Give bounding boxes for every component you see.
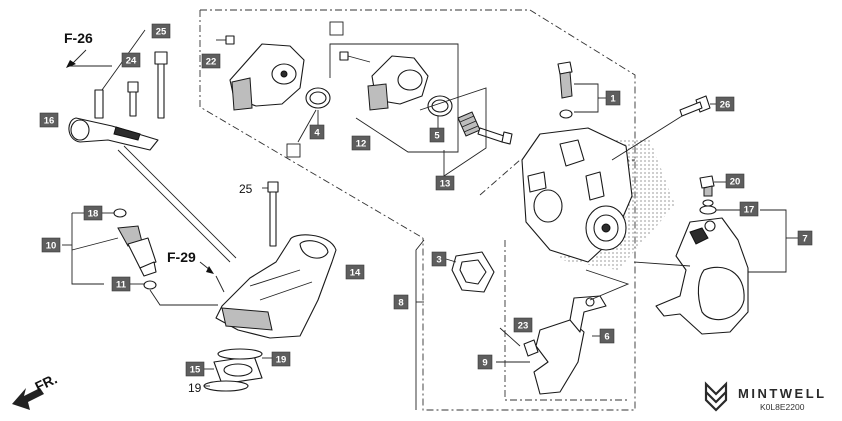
callout-26: 26 (715, 96, 735, 112)
svg-text:25: 25 (156, 27, 167, 38)
callout-19: 19 (271, 351, 291, 367)
blank-box-b (329, 21, 344, 36)
svg-text:22: 22 (206, 57, 217, 68)
screw-20 (699, 175, 715, 197)
ref-f26-label: F-26 (64, 30, 93, 46)
svg-text:18: 18 (88, 209, 99, 220)
fuel-injector (117, 213, 157, 277)
svg-text:23: 23 (518, 321, 529, 332)
callout-20: 20 (725, 173, 745, 189)
callout-9: 9 (477, 354, 493, 370)
svg-text:6: 6 (604, 332, 609, 343)
bolt-25-upper (154, 51, 168, 119)
ref-f29: F-29 (167, 249, 225, 293)
box-13-outline (419, 87, 487, 177)
callout-22: 22 (201, 53, 221, 69)
svg-text:12: 12 (356, 139, 367, 150)
svg-text:3: 3 (436, 255, 441, 266)
callout-16: 16 (39, 112, 59, 128)
callout-7: 7 (797, 230, 813, 246)
tp-sensor (216, 35, 305, 111)
throttle-link-arm (68, 29, 159, 151)
callout-25: 25 (151, 23, 171, 39)
svg-text:17: 17 (744, 205, 755, 216)
bolt-24 (127, 81, 139, 117)
callout-6: 6 (599, 328, 615, 344)
callout-17: 17 (739, 201, 759, 217)
blank-box-a (286, 143, 301, 158)
callout-3: 3 (431, 251, 447, 267)
label-19-plain: 19 (188, 381, 202, 395)
svg-text:9: 9 (482, 358, 487, 369)
svg-text:8: 8 (398, 298, 403, 309)
svg-text:13: 13 (440, 179, 451, 190)
callout-10: 10 (41, 237, 61, 253)
label-25-plain: 25 (239, 182, 253, 196)
svg-text:7: 7 (802, 234, 807, 245)
callout-23: 23 (513, 317, 533, 333)
callout-5: 5 (429, 127, 445, 143)
svg-text:26: 26 (720, 100, 731, 111)
callout-8: 8 (393, 294, 409, 310)
cable-line (117, 149, 231, 263)
o-ring-18 (113, 208, 127, 218)
callout-13: 13 (435, 175, 455, 191)
svg-text:5: 5 (434, 131, 440, 142)
bracket-9 (499, 295, 607, 395)
svg-text:19: 19 (276, 355, 287, 366)
front-arrow: FR. (12, 370, 60, 410)
svg-text:24: 24 (126, 56, 137, 67)
callout-15: 15 (185, 361, 205, 377)
callout-11: 11 (111, 276, 131, 292)
svg-text:10: 10 (46, 241, 57, 252)
svg-text:14: 14 (350, 268, 361, 279)
gasket-3 (451, 251, 495, 293)
ref-f29-label: F-29 (167, 249, 196, 265)
callout-24: 24 (121, 52, 141, 68)
cable-line-2 (123, 145, 237, 259)
callout-12: 12 (351, 135, 371, 151)
svg-text:16: 16 (44, 116, 55, 127)
callout-4: 4 (309, 124, 325, 140)
bracket-10 (71, 213, 104, 285)
throttle-cover (655, 217, 749, 335)
spring-13 (457, 111, 513, 145)
callout-14: 14 (345, 264, 365, 280)
mintwell-logo: MINTWELL K0L8E2200 (704, 381, 827, 412)
callout-18: 18 (83, 205, 103, 221)
intake-manifold (215, 181, 337, 339)
diagram-code: K0L8E2200 (760, 402, 805, 412)
box-12-outline (329, 43, 459, 153)
bolt-1 (557, 61, 573, 119)
ref-f26: F-26 (64, 30, 112, 68)
o-ring-19b (203, 380, 249, 392)
brand-name: MINTWELL (738, 386, 827, 401)
washer-17 (699, 205, 717, 215)
svg-text:11: 11 (116, 280, 127, 291)
throttle-body (521, 127, 633, 263)
idle-air-valve (339, 51, 429, 111)
svg-text:20: 20 (730, 177, 741, 188)
o-ring-11 (143, 280, 157, 290)
svg-text:4: 4 (314, 128, 320, 139)
insulator-15 (213, 355, 263, 385)
bolt-26 (611, 95, 716, 161)
o-ring-19a (217, 348, 263, 360)
svg-text:1: 1 (610, 94, 616, 105)
callout-1: 1 (605, 90, 621, 106)
svg-text:15: 15 (190, 365, 201, 376)
